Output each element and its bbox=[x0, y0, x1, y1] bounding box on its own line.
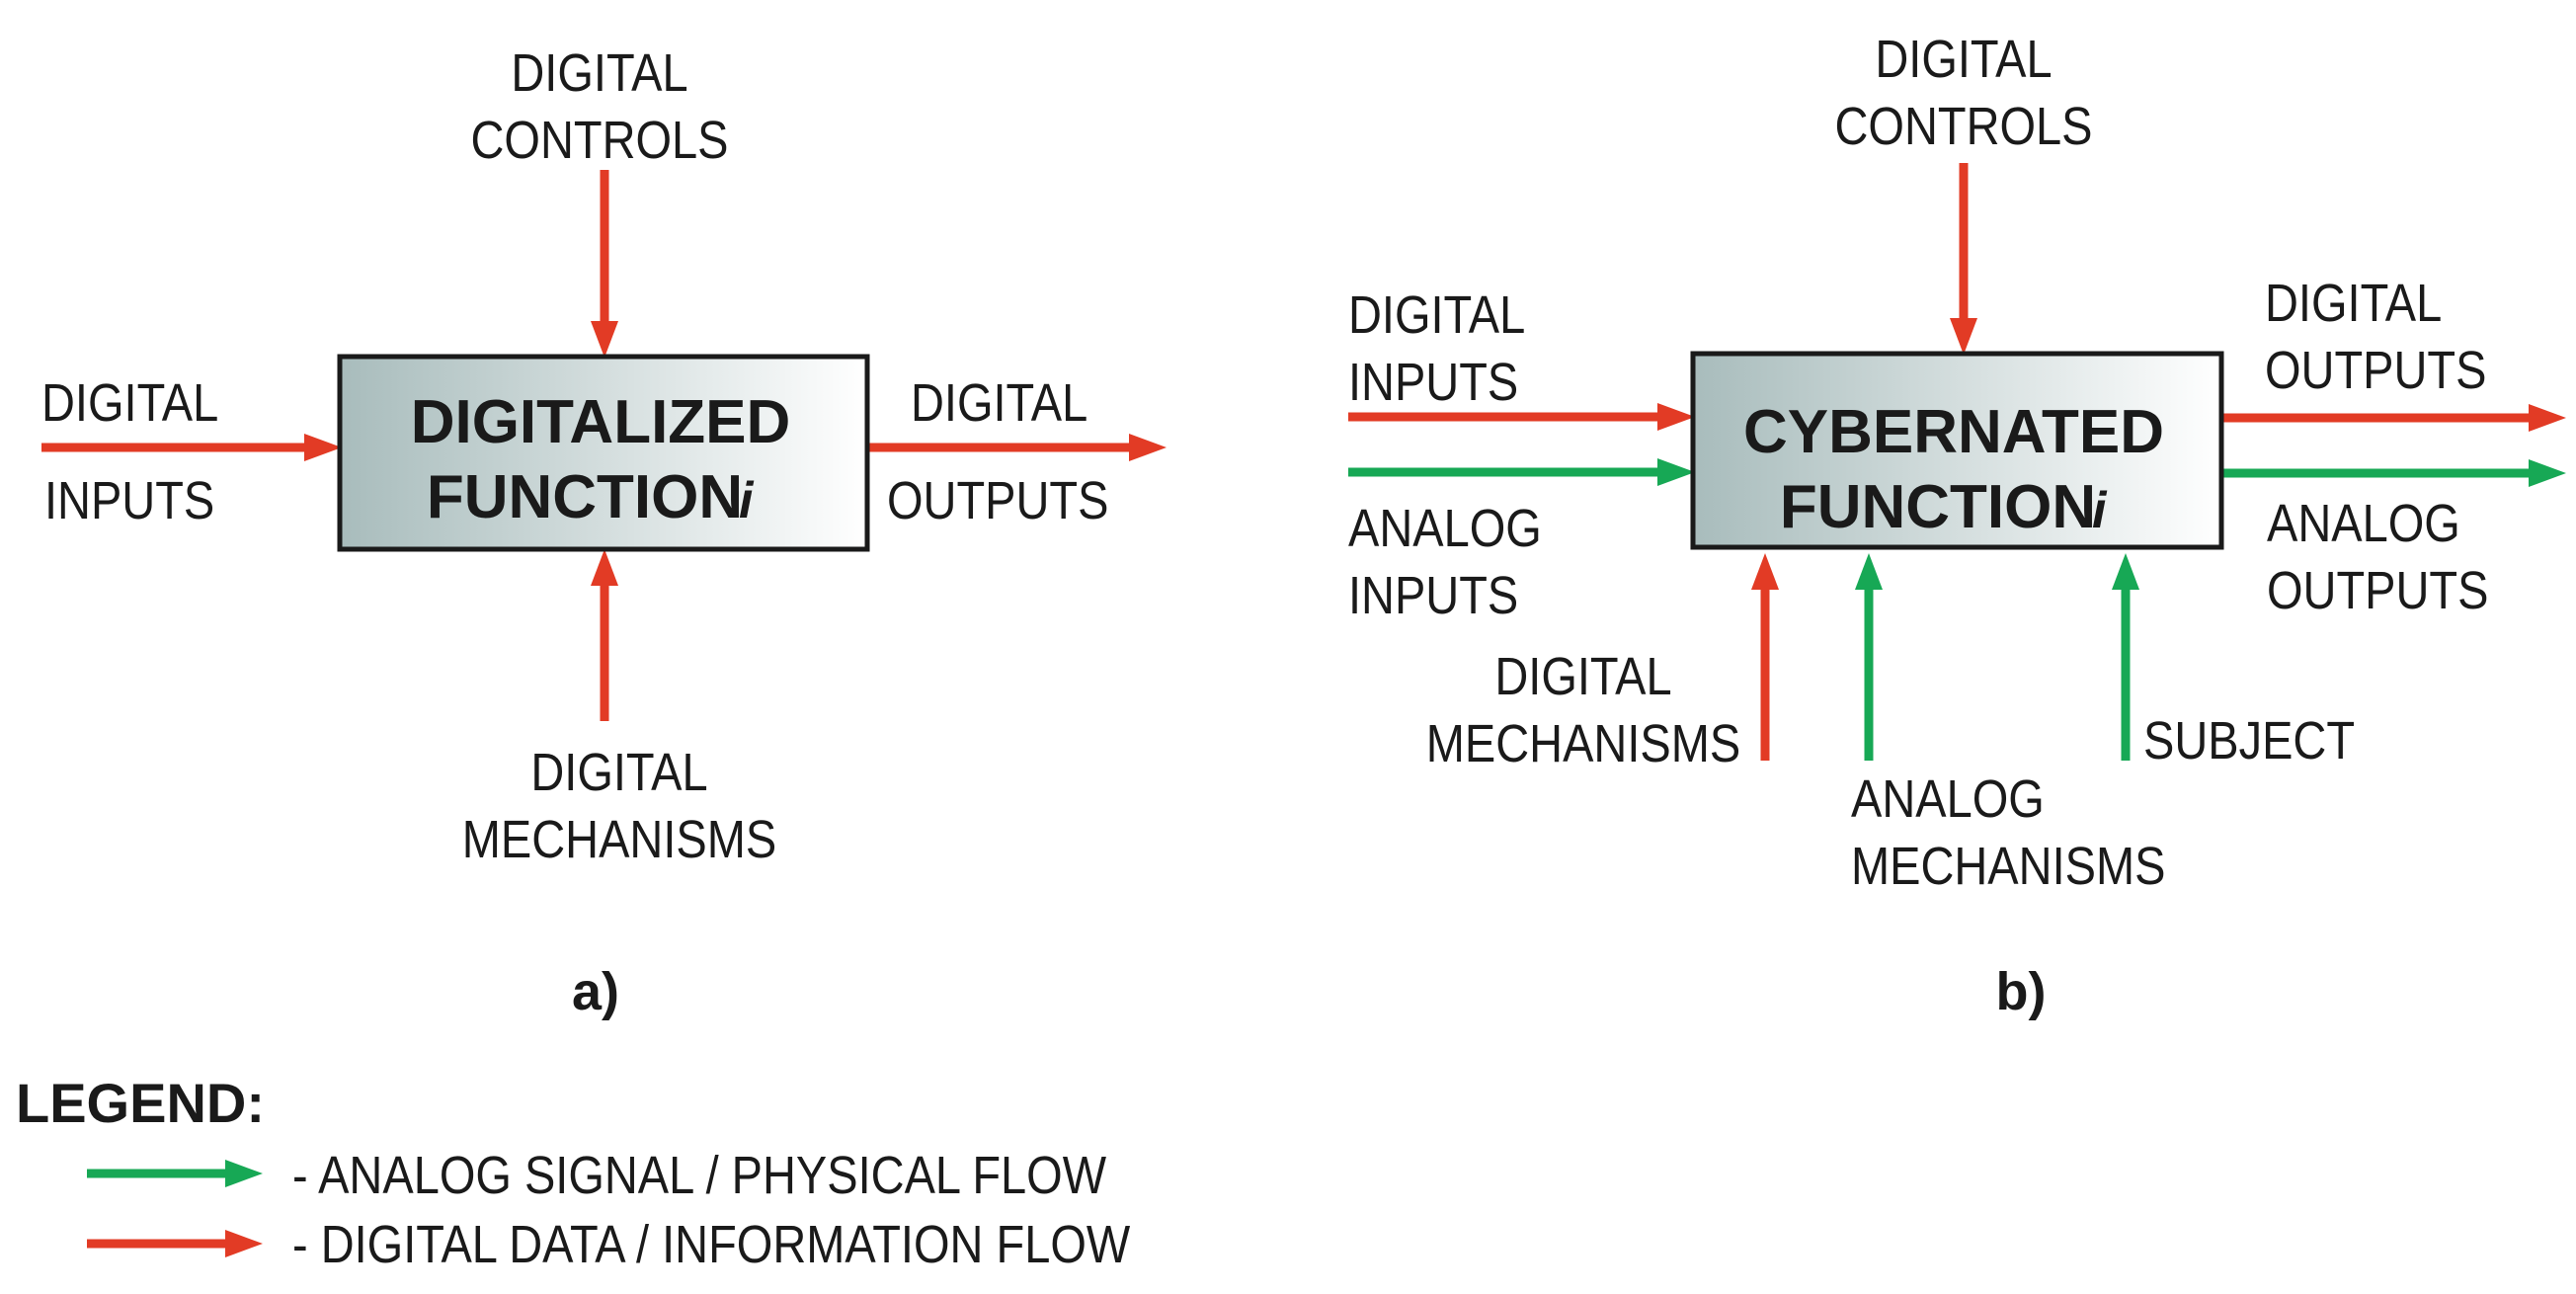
a-mechanisms-label-1: DIGITAL bbox=[530, 742, 707, 802]
a-digital-controls-arrow bbox=[591, 170, 618, 358]
a-controls-label-2: CONTROLS bbox=[470, 110, 728, 170]
a-digital-outputs-arrow bbox=[869, 434, 1167, 461]
b-controls-label-2: CONTROLS bbox=[1834, 96, 2092, 156]
b-digital-outputs-arrow bbox=[2222, 404, 2566, 432]
a-controls-label-1: DIGITAL bbox=[511, 42, 687, 103]
b-subject-arrow bbox=[2112, 553, 2139, 761]
a-outputs-label-2: OUTPUTS bbox=[887, 470, 1108, 530]
a-outputs-label-1: DIGITAL bbox=[911, 372, 1087, 433]
legend-title: LEGEND: bbox=[16, 1072, 265, 1134]
b-analog-inputs-label-2: INPUTS bbox=[1348, 565, 1518, 625]
digitalized-function-index: i bbox=[739, 472, 755, 529]
diagram-b: CYBERNATED FUNCTION i DIGITAL CONTROLS D… bbox=[1348, 29, 2566, 1021]
cybernated-function-name: FUNCTION bbox=[1780, 473, 2096, 541]
digitalized-function-name: FUNCTION bbox=[427, 463, 743, 531]
b-analog-mechanisms-label-2: MECHANISMS bbox=[1851, 836, 2165, 896]
b-digital-mechanisms-arrow bbox=[1751, 553, 1779, 761]
legend: LEGEND: - ANALOG SIGNAL / PHYSICAL FLOW … bbox=[16, 1072, 1130, 1274]
b-digital-mechanisms-label-1: DIGITAL bbox=[1494, 646, 1671, 706]
b-digital-mechanisms-label-2: MECHANISMS bbox=[1426, 713, 1740, 773]
cybernated-function-title: CYBERNATED bbox=[1743, 398, 2164, 466]
a-digital-inputs-arrow bbox=[41, 434, 342, 461]
b-subject-label: SUBJECT bbox=[2143, 710, 2355, 770]
b-analog-outputs-label-2: OUTPUTS bbox=[2267, 560, 2488, 620]
panel-label-b: b) bbox=[1996, 962, 2047, 1021]
b-digital-controls-arrow bbox=[1950, 163, 1977, 355]
b-analog-inputs-arrow bbox=[1348, 458, 1695, 486]
digitalized-function-title: DIGITALIZED bbox=[411, 388, 791, 456]
b-digital-inputs-label-1: DIGITAL bbox=[1348, 284, 1525, 345]
panel-label-a: a) bbox=[572, 962, 619, 1021]
a-digital-mechanisms-arrow bbox=[591, 549, 618, 721]
b-digital-inputs-arrow bbox=[1348, 403, 1695, 431]
b-analog-mechanisms-arrow bbox=[1855, 553, 1883, 761]
legend-analog-arrow bbox=[87, 1160, 263, 1187]
cybernated-function-box bbox=[1690, 351, 2224, 550]
legend-digital-label: - DIGITAL DATA / INFORMATION FLOW bbox=[292, 1214, 1130, 1274]
a-inputs-label-2: INPUTS bbox=[44, 470, 214, 530]
legend-digital-arrow bbox=[87, 1230, 263, 1257]
b-analog-outputs-label-1: ANALOG bbox=[2267, 493, 2460, 553]
legend-analog-label: - ANALOG SIGNAL / PHYSICAL FLOW bbox=[292, 1145, 1106, 1205]
a-inputs-label-1: DIGITAL bbox=[41, 372, 218, 433]
b-analog-outputs-arrow bbox=[2222, 459, 2566, 487]
cybernated-function-index: i bbox=[2092, 482, 2108, 539]
b-analog-mechanisms-label-1: ANALOG bbox=[1851, 768, 2045, 829]
b-analog-inputs-label-1: ANALOG bbox=[1348, 498, 1542, 558]
b-digital-inputs-label-2: INPUTS bbox=[1348, 352, 1518, 412]
b-digital-outputs-label-2: OUTPUTS bbox=[2265, 340, 2486, 400]
b-digital-outputs-label-1: DIGITAL bbox=[2265, 273, 2442, 333]
digitalized-function-box bbox=[337, 354, 870, 552]
b-controls-label-1: DIGITAL bbox=[1875, 29, 2052, 89]
a-mechanisms-label-2: MECHANISMS bbox=[462, 809, 776, 869]
diagram-a: DIGITALIZED FUNCTION i DIGITAL CONTROLS … bbox=[41, 42, 1167, 1021]
